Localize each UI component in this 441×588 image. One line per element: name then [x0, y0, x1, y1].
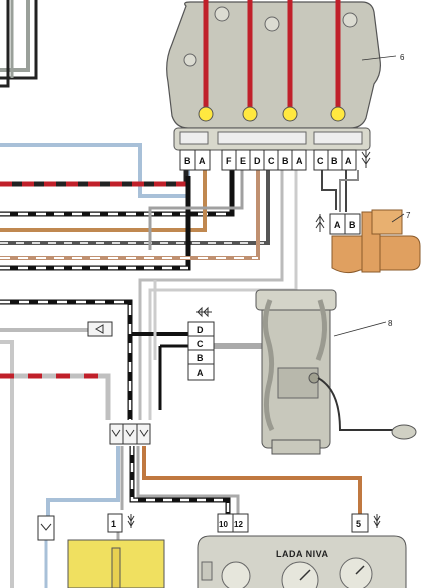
pin-label: C	[317, 156, 324, 166]
pin-label: A	[197, 368, 204, 378]
pin-label: B	[184, 156, 191, 166]
left-edge-wires	[0, 0, 38, 88]
pin-label: C	[268, 156, 275, 166]
cluster-brand: LADA NIVA	[276, 549, 329, 559]
inline-connector	[87, 321, 113, 337]
pin-label: A	[334, 220, 341, 230]
distributor	[255, 289, 417, 455]
pin-label: C	[197, 339, 204, 349]
module-connector-left: B A	[179, 149, 211, 171]
pin-label: 12	[234, 520, 243, 529]
pin-label: E	[240, 156, 246, 166]
bottom-left-connector	[37, 515, 55, 541]
pin-label: D	[254, 156, 261, 166]
cluster-connector-pin-5: 5	[351, 513, 381, 533]
junction-block	[109, 423, 151, 445]
pin-label: B	[349, 220, 356, 230]
yellow-component	[67, 539, 165, 588]
callout-distributor: 8	[388, 319, 393, 328]
distributor-connector: D C B A	[187, 306, 215, 381]
pin-label: F	[226, 156, 232, 166]
cluster-connector: 10 12	[217, 513, 249, 533]
ignition-module	[166, 0, 381, 151]
harness-wires	[0, 143, 359, 420]
pin-label: A	[296, 156, 303, 166]
bottom-connector-pin-1: 1	[107, 513, 135, 533]
pin-label: 5	[356, 519, 361, 529]
callout-ignition-module: 6	[400, 53, 405, 62]
pin-label: A	[199, 156, 206, 166]
callout-sensor: 7	[406, 211, 411, 220]
pin-label: D	[197, 325, 204, 335]
lower-wiring	[0, 280, 362, 588]
module-connector-mid: F E D C B A	[221, 149, 307, 171]
pin-label: A	[345, 156, 352, 166]
sensor: A B	[315, 209, 421, 274]
pin-label: B	[197, 353, 204, 363]
pin-label: 10	[219, 520, 228, 529]
pin-label: B	[331, 156, 338, 166]
instrument-cluster: LADA NIVA	[197, 535, 407, 588]
pin-label: B	[282, 156, 289, 166]
pin-label: 1	[111, 519, 116, 529]
module-connector-right: C B A	[313, 149, 371, 171]
